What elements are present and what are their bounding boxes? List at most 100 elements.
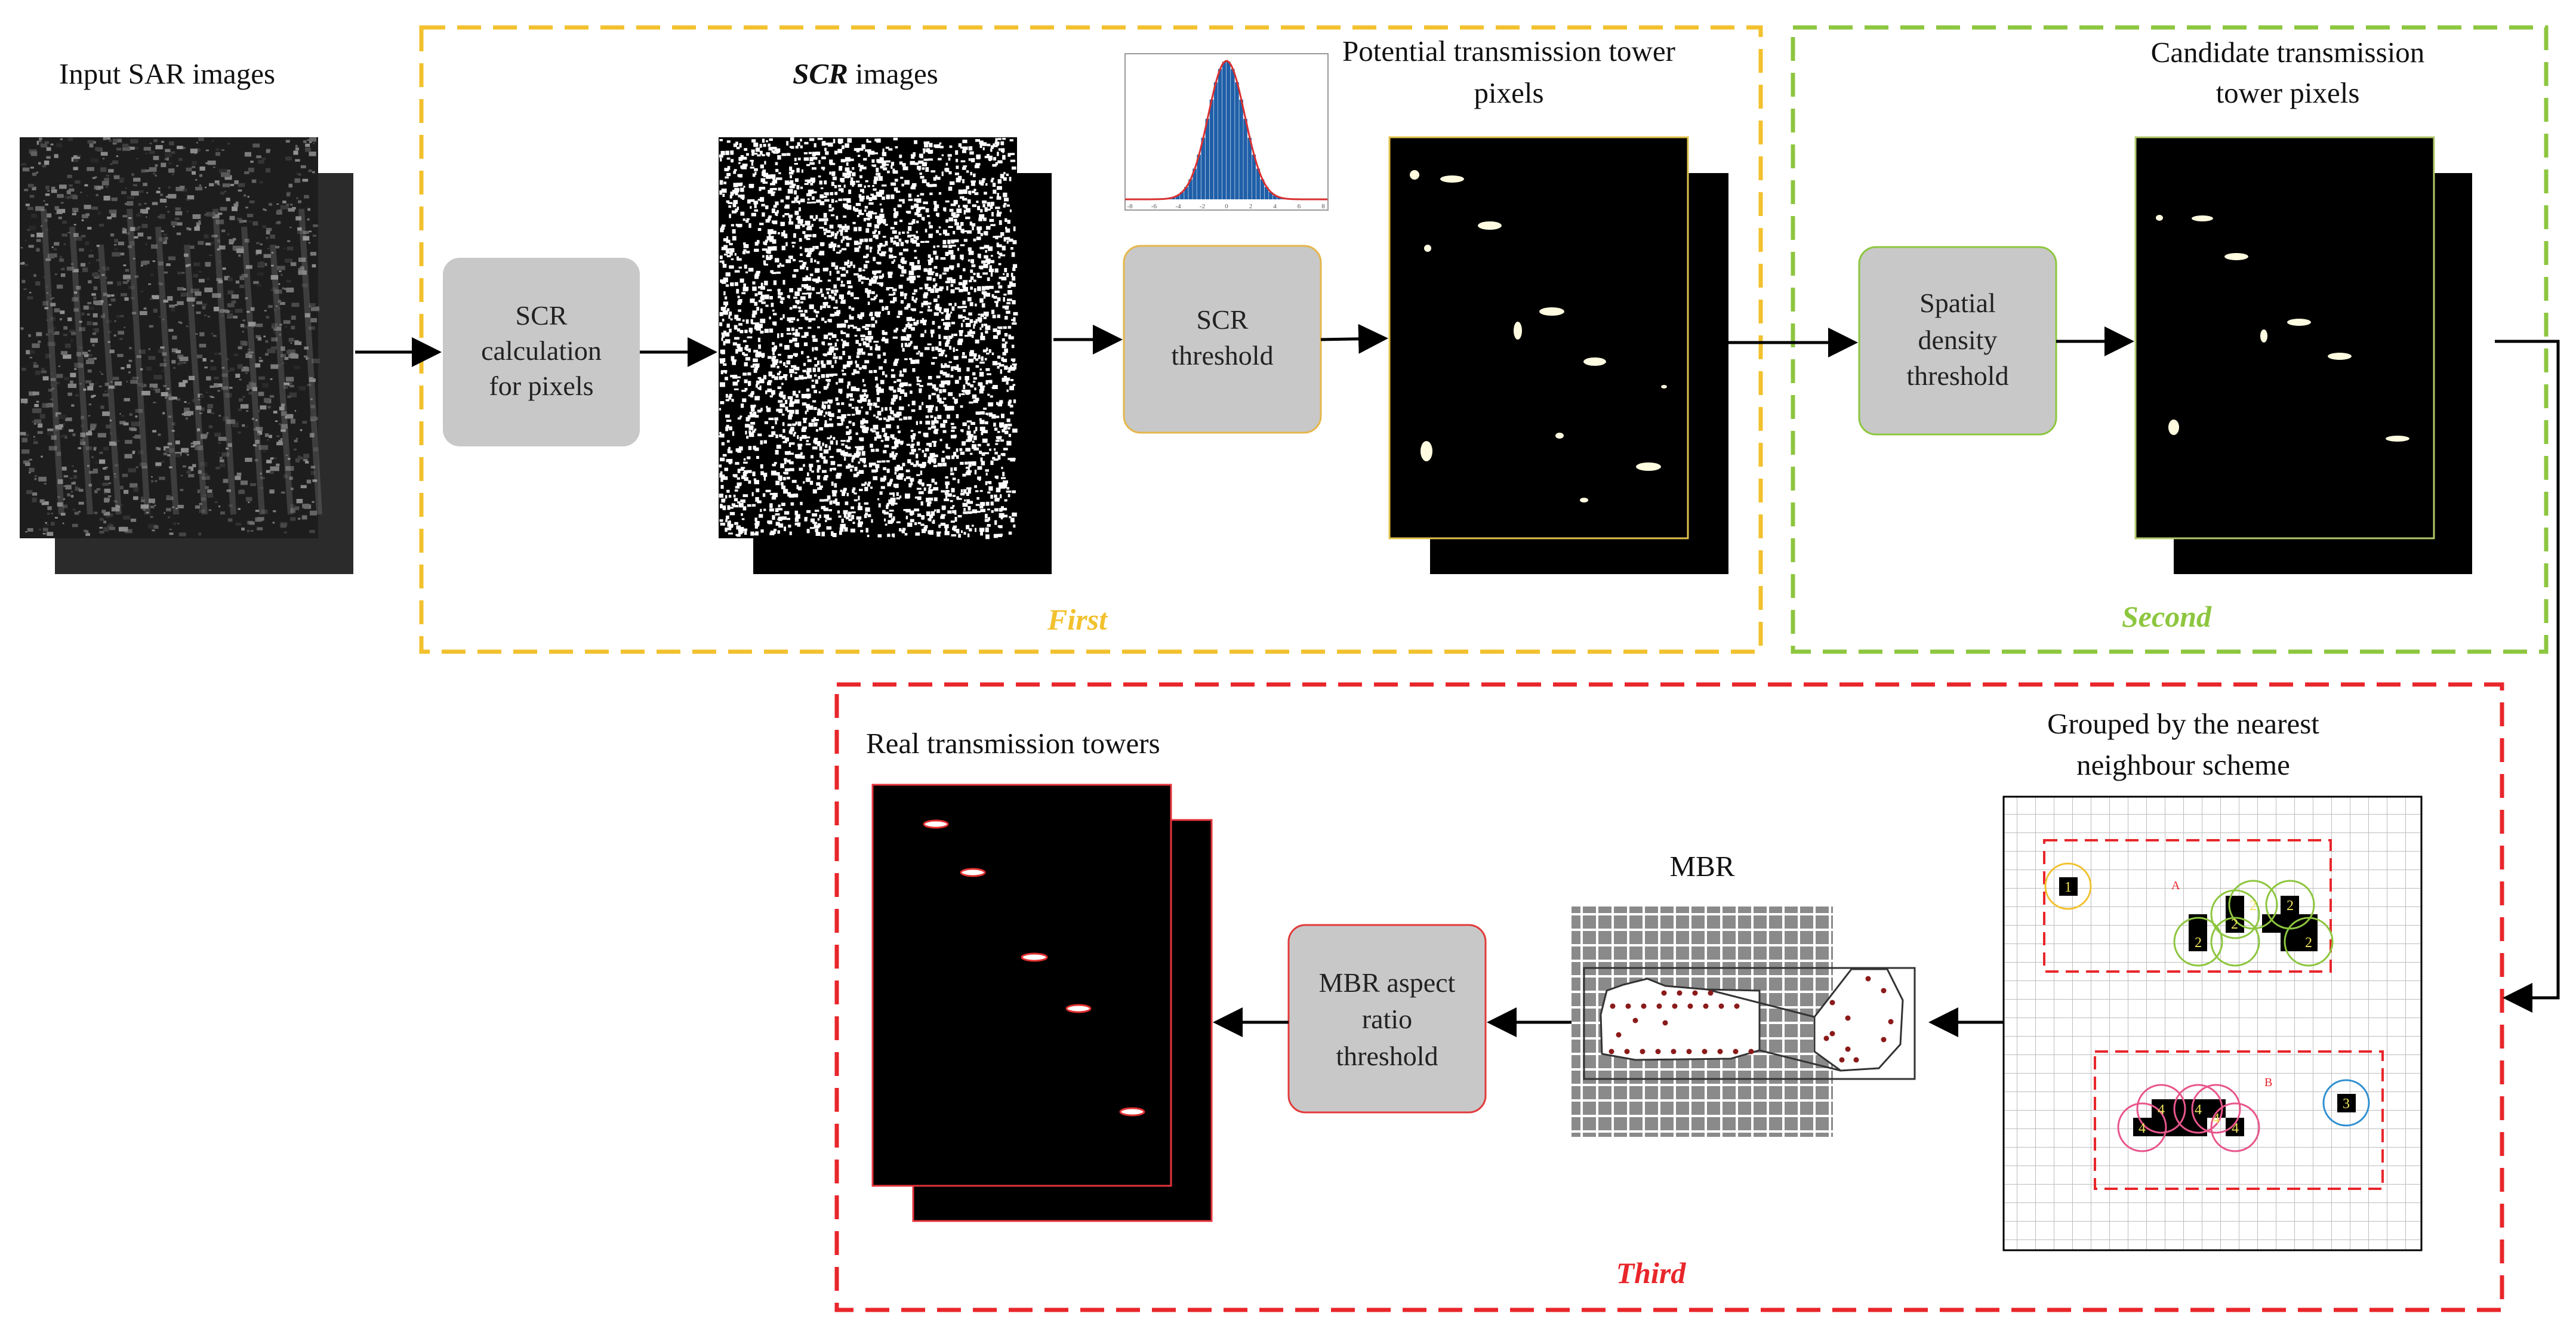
cluster-2-cells xyxy=(2189,896,2318,951)
histogram-tick-label: 2 xyxy=(1249,203,1253,210)
mbr-pixel-dot xyxy=(1702,1049,1708,1054)
mbr-aspect-line1: MBR aspect xyxy=(1319,967,1456,998)
cluster-4-ids: 4 4 4 4 4 xyxy=(2139,1102,2239,1136)
cluster-2-ids: 2 2 2 2 2 xyxy=(2195,898,2312,951)
scr-threshold-box: SCR threshold xyxy=(1123,245,1322,434)
mbr-pixel-dot xyxy=(1671,1049,1677,1054)
potential-label-line1: Potential transmission tower xyxy=(1342,35,1675,67)
mbr-hull-connector xyxy=(1706,988,1815,1018)
bright-pixel xyxy=(2192,215,2213,221)
mbr-pixel-dot xyxy=(1748,1049,1754,1054)
mbr-pixel-dot xyxy=(1686,1049,1692,1054)
cluster-4-cells xyxy=(2133,1099,2244,1136)
mbr-aspect-box: MBR aspect ratio threshold xyxy=(1287,924,1487,1114)
candidate-label-line1: Candidate transmission xyxy=(2151,36,2425,69)
mbr-pixel-dot xyxy=(1641,1003,1647,1009)
cluster-b-label: B xyxy=(2264,1076,2272,1089)
mbr-pixel-dot xyxy=(1655,1049,1661,1054)
mbr-pixel-dot xyxy=(1687,1003,1693,1009)
nn-grid-lines xyxy=(2004,797,2421,1250)
mbr-pixel-dot xyxy=(1853,1057,1859,1063)
scr-calc-line1: SCR xyxy=(516,300,568,331)
mbr-pixel-dot xyxy=(1677,990,1683,996)
histogram-tick-label: -6 xyxy=(1151,203,1157,210)
mbr-pixel-dot xyxy=(1610,1003,1616,1009)
pixel-id-3: 3 xyxy=(2343,1096,2350,1112)
bright-pixel xyxy=(2224,253,2248,260)
svg-text:4: 4 xyxy=(2139,1121,2146,1136)
mbr-pixel-dot xyxy=(1845,1015,1851,1021)
svg-text:4: 4 xyxy=(2232,1121,2239,1136)
bright-pixel xyxy=(1636,462,1661,471)
bright-pixel xyxy=(1539,307,1564,316)
mbr-pixel-dot xyxy=(1625,1003,1631,1009)
svg-text:4: 4 xyxy=(2158,1102,2165,1118)
arrow-candidate-to-grouping xyxy=(2495,340,2560,1013)
candidate-image-front xyxy=(2134,136,2435,539)
spatial-line1: Spatial xyxy=(1919,288,1996,318)
histogram-bars xyxy=(1167,61,1286,199)
real-towers-label: Real transmission towers xyxy=(866,727,1160,760)
mbr-pixel-dot xyxy=(1881,1037,1887,1043)
bright-pixel xyxy=(2328,353,2352,360)
mbr-pixel-dot xyxy=(1717,1049,1723,1054)
tower-mark xyxy=(1065,1004,1092,1013)
mbr-pixel-dot xyxy=(1829,1031,1835,1037)
mbr-pixel-dot xyxy=(1708,990,1714,996)
mbr-pixel-dot xyxy=(1692,990,1698,996)
bright-pixel xyxy=(1440,175,1464,183)
candidate-pixels-stack xyxy=(2134,136,2472,574)
second-stage-label: Second xyxy=(2122,600,2212,633)
mbr-pixel-dot xyxy=(1829,1000,1835,1006)
mbr-hull-connector xyxy=(1759,1049,1841,1072)
real-tower-marks xyxy=(923,819,1145,1117)
bright-pixel xyxy=(2386,436,2409,442)
first-stage-frame xyxy=(419,25,1763,654)
mbr-pixel-dot xyxy=(1640,1049,1646,1054)
real-image-front xyxy=(871,784,1172,1187)
mbr-pixel-dot xyxy=(1661,990,1667,996)
mbr-pixel-dot xyxy=(1839,1057,1845,1063)
cluster-b-region xyxy=(2094,1050,2384,1190)
mbr-pixel-dot xyxy=(1823,1035,1829,1041)
svg-text:2: 2 xyxy=(2231,917,2238,932)
input-sar-stack xyxy=(20,137,353,574)
spatial-density-box: Spatial density threshold xyxy=(1858,246,2057,436)
histogram-fit-curve xyxy=(1125,60,1327,201)
sar-speckle-texture xyxy=(20,137,322,536)
svg-text:2: 2 xyxy=(2250,898,2257,914)
histogram-tick-label: -4 xyxy=(1175,203,1181,210)
histogram-tick-label: -8 xyxy=(1127,203,1133,210)
scr-calc-line2: calculation xyxy=(481,335,602,366)
cluster-2-circles xyxy=(2173,880,2334,967)
scr-calculation-box: SCR calculation for pixels xyxy=(443,258,640,446)
grouped-label-line2: neighbour scheme xyxy=(2076,748,2290,781)
bright-pixel xyxy=(1424,245,1431,252)
mbr-pixel-dot xyxy=(1632,1018,1638,1023)
scr-image-stack xyxy=(719,137,1052,574)
bright-pixel xyxy=(2260,329,2267,343)
histogram-tick-label: 0 xyxy=(1225,203,1228,210)
svg-text:4: 4 xyxy=(2195,1102,2202,1118)
arrow-threshold-to-potential xyxy=(1320,323,1388,354)
svg-text:2: 2 xyxy=(2305,935,2312,951)
nearest-neighbour-grid: A B 1 2 2 2 2 2 xyxy=(2002,796,2423,1251)
third-stage-frame xyxy=(834,682,2504,1312)
pixel-cell-1 xyxy=(2059,877,2078,896)
bright-pixel xyxy=(1421,441,1432,461)
cluster-a-region xyxy=(2043,839,2332,973)
grouped-label-line1: Grouped by the nearest xyxy=(2047,707,2319,740)
potential-label-line2: pixels xyxy=(1474,76,1543,109)
neighbour-circle-1 xyxy=(2044,862,2092,910)
mbr-pixel-dot xyxy=(1656,1003,1662,1009)
mbr-aspect-line3: threshold xyxy=(1336,1041,1438,1071)
spatial-line2: density xyxy=(1918,325,1998,355)
mbr-pixel-dot xyxy=(1616,1032,1622,1038)
cluster-4-circles xyxy=(2117,1084,2260,1152)
neighbour-circle-3 xyxy=(2322,1079,2370,1127)
scr-threshold-line2: threshold xyxy=(1171,340,1273,371)
pixel-id-1: 1 xyxy=(2065,880,2072,895)
histogram-tick-label: 8 xyxy=(1321,203,1325,210)
mbr-left-cluster-hull xyxy=(1600,978,1761,1061)
